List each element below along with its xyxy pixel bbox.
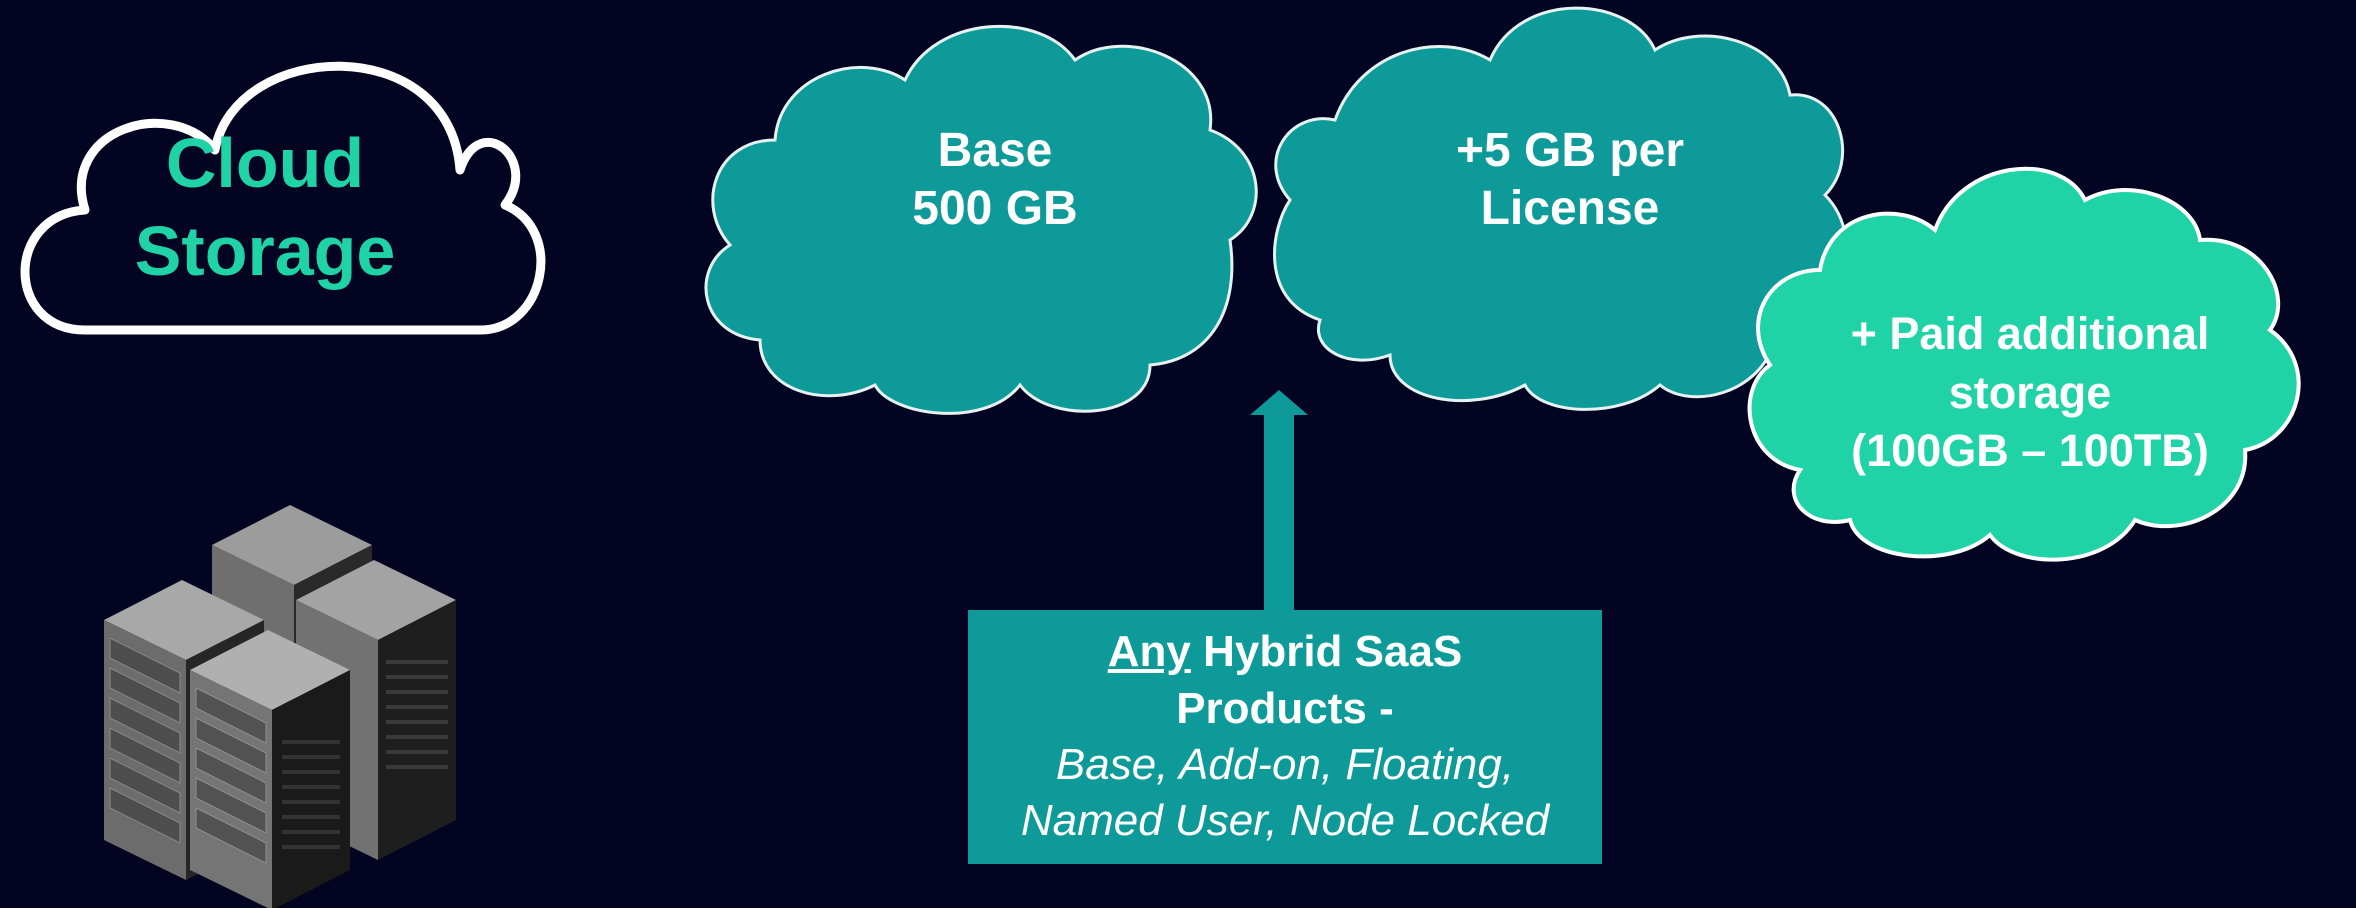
cloud-paid-line2: storage: [1948, 366, 2112, 418]
cloud-storage-line2: Storage: [134, 211, 396, 290]
products-types-line1: Base, Add-on, Floating,: [1055, 740, 1515, 789]
cloud-base-line2: 500 GB: [912, 181, 1078, 235]
up-arrow-icon: [1250, 390, 1308, 612]
any-emphasis: Any: [1107, 627, 1191, 677]
products-title-line2: Products -: [1176, 683, 1394, 733]
cloud-storage-label: Cloud Storage: [100, 120, 430, 295]
cloud-license-label: +5 GB per License: [1400, 122, 1740, 237]
cloud-storage-line1: Cloud: [165, 124, 365, 202]
server-racks-icon: [104, 505, 456, 908]
cloud-base-shape: [704, 24, 1258, 415]
cloud-license-line1: +5 GB per: [1455, 124, 1685, 177]
cloud-license-shape: [1273, 6, 1848, 411]
cloud-storage-icon: [20, 61, 546, 335]
products-title-line1: Any Hybrid SaaS: [968, 624, 1602, 680]
cloud-paid-label: + Paid additional storage (100GB – 100TB…: [1800, 305, 2260, 481]
cloud-license-line2: License: [1480, 181, 1660, 235]
products-title-rest: Hybrid SaaS: [1190, 627, 1463, 677]
cloud-paid-line1: + Paid additional: [1850, 308, 2210, 359]
hybrid-saas-products-box: Any Hybrid SaaS Products - Base, Add-on,…: [968, 610, 1602, 864]
cloud-base-label: Base 500 GB: [850, 122, 1140, 237]
cloud-paid-line3: (100GB – 100TB): [1851, 425, 2209, 476]
products-types-line2: Named User, Node Locked: [1020, 796, 1550, 846]
cloud-paid-shape: [1747, 166, 2301, 562]
cloud-base-line1: Base: [937, 124, 1053, 177]
